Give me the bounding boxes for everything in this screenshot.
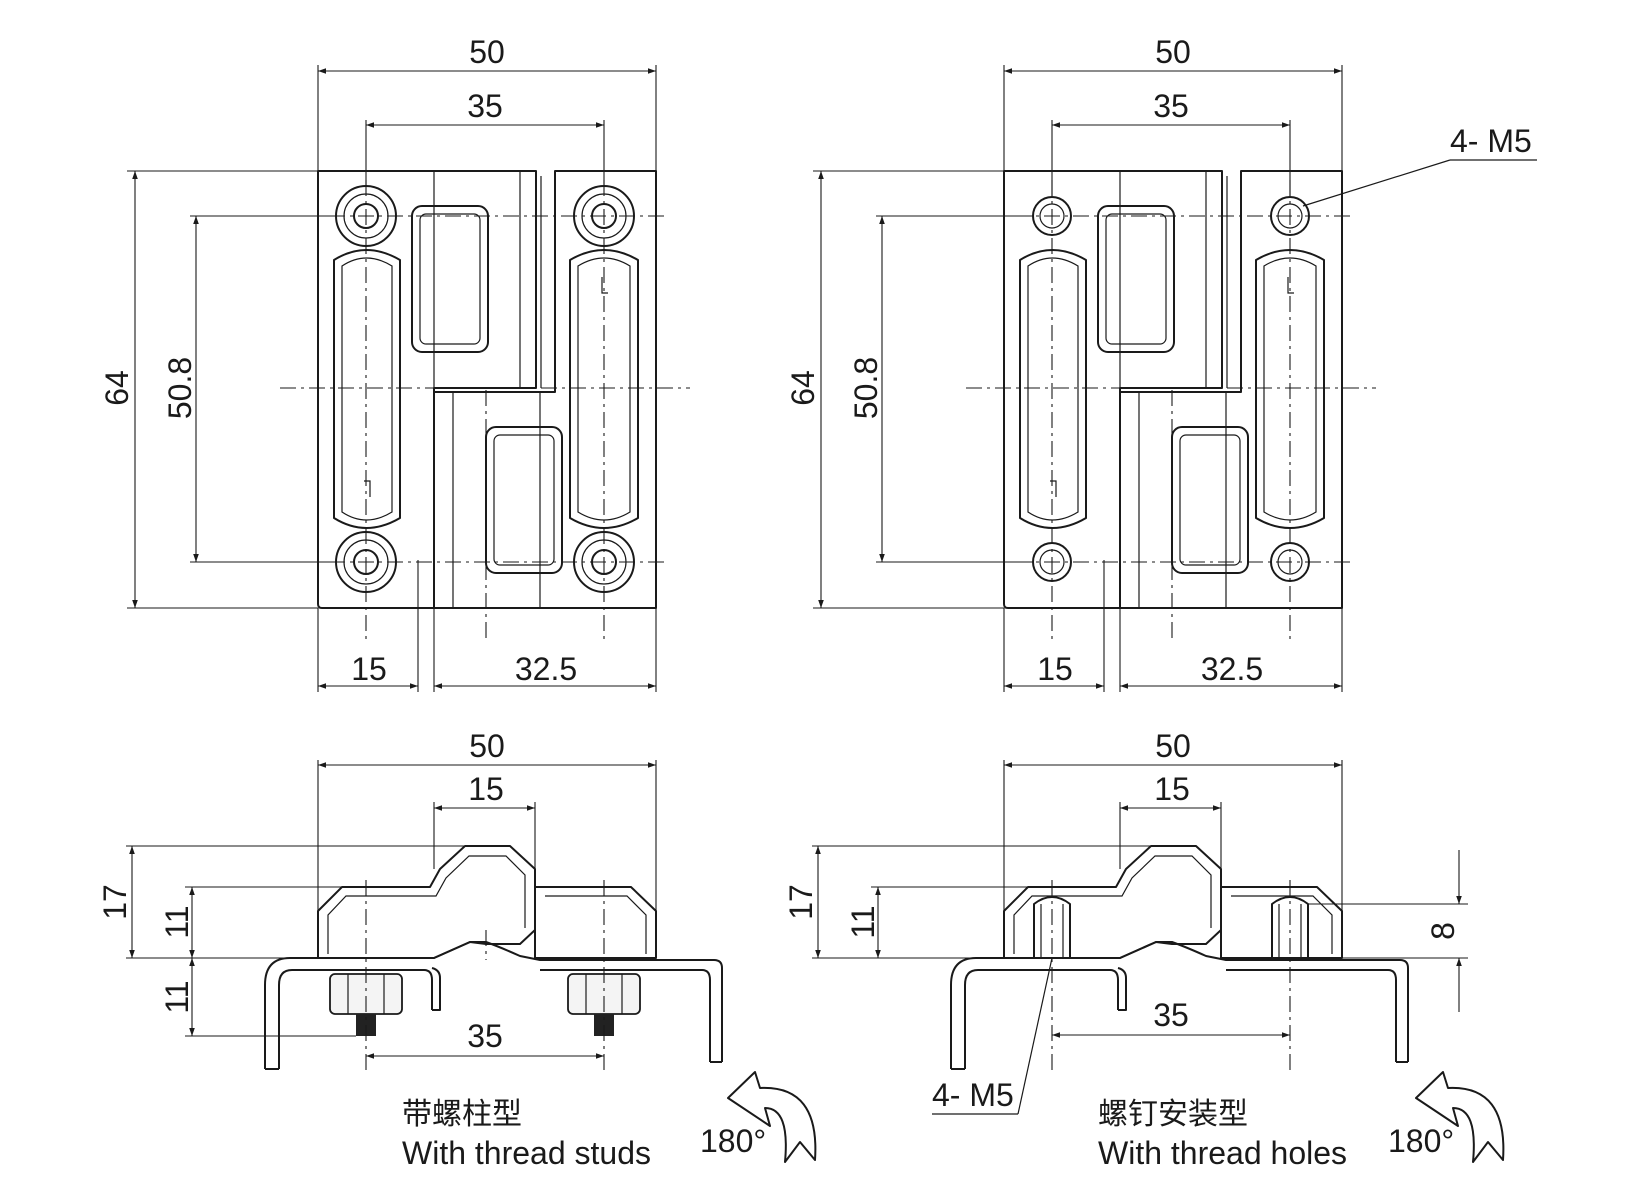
rotation-holes: 180° xyxy=(1388,1123,1454,1159)
side-view-holes: 50 15 17 11 35 8 4- M5 螺钉安装型 With thread… xyxy=(783,728,1505,1171)
front-view-studs: 50 35 64 50.8 15 32.5 xyxy=(99,34,690,692)
dim-right-leaf-width: 32.5 xyxy=(515,651,577,687)
dim-overall-width-2: 50 xyxy=(1155,34,1191,70)
dim-hole-depth: 8 xyxy=(1425,922,1461,940)
dim-left-leaf-width: 15 xyxy=(351,651,387,687)
rotate-arrow-icon xyxy=(727,1071,817,1163)
callout-thread-top: 4- M5 xyxy=(1450,123,1532,159)
dim-stud-length: 11 xyxy=(159,980,195,1013)
callout-thread-side: 4- M5 xyxy=(932,1077,1014,1113)
dim-hole-spacing: 35 xyxy=(467,88,503,124)
dim-stud-spacing: 35 xyxy=(467,1018,503,1054)
rotate-arrow-icon xyxy=(1415,1071,1505,1163)
dim-height-2: 64 xyxy=(785,370,821,406)
caption-studs-en: With thread studs xyxy=(402,1135,651,1171)
dim-leaf-height-side-2: 11 xyxy=(845,905,881,938)
front-view-holes: 50 35 64 50.8 15 32.5 4- M5 xyxy=(785,34,1537,692)
dim-overall-height-side-2: 17 xyxy=(783,884,819,920)
dim-top-width: 50 xyxy=(469,728,505,764)
dim-top-width-2: 50 xyxy=(1155,728,1191,764)
dim-height: 64 xyxy=(99,370,135,406)
dim-knuckle-width-2: 15 xyxy=(1154,771,1190,807)
dim-left-leaf-width-2: 15 xyxy=(1037,651,1073,687)
side-view-studs: 50 15 17 11 11 35 带螺柱型 With thread studs… xyxy=(97,728,817,1171)
rotation-studs: 180° xyxy=(700,1123,766,1159)
dim-right-leaf-width-2: 32.5 xyxy=(1201,651,1263,687)
dim-vertical-hole-spacing: 50.8 xyxy=(162,357,198,419)
dim-overall-height-side: 17 xyxy=(97,884,133,920)
dim-overall-width: 50 xyxy=(469,34,505,70)
dim-hole-spacing-side: 35 xyxy=(1153,997,1189,1033)
dim-knuckle-width: 15 xyxy=(468,771,504,807)
caption-holes-zh: 螺钉安装型 xyxy=(1098,1097,1248,1132)
caption-holes-en: With thread holes xyxy=(1098,1135,1347,1171)
dim-leaf-height-side: 11 xyxy=(159,905,195,938)
caption-studs-zh: 带螺柱型 xyxy=(402,1097,522,1132)
dim-hole-spacing-2: 35 xyxy=(1153,88,1189,124)
dim-vertical-hole-spacing-2: 50.8 xyxy=(848,357,884,419)
